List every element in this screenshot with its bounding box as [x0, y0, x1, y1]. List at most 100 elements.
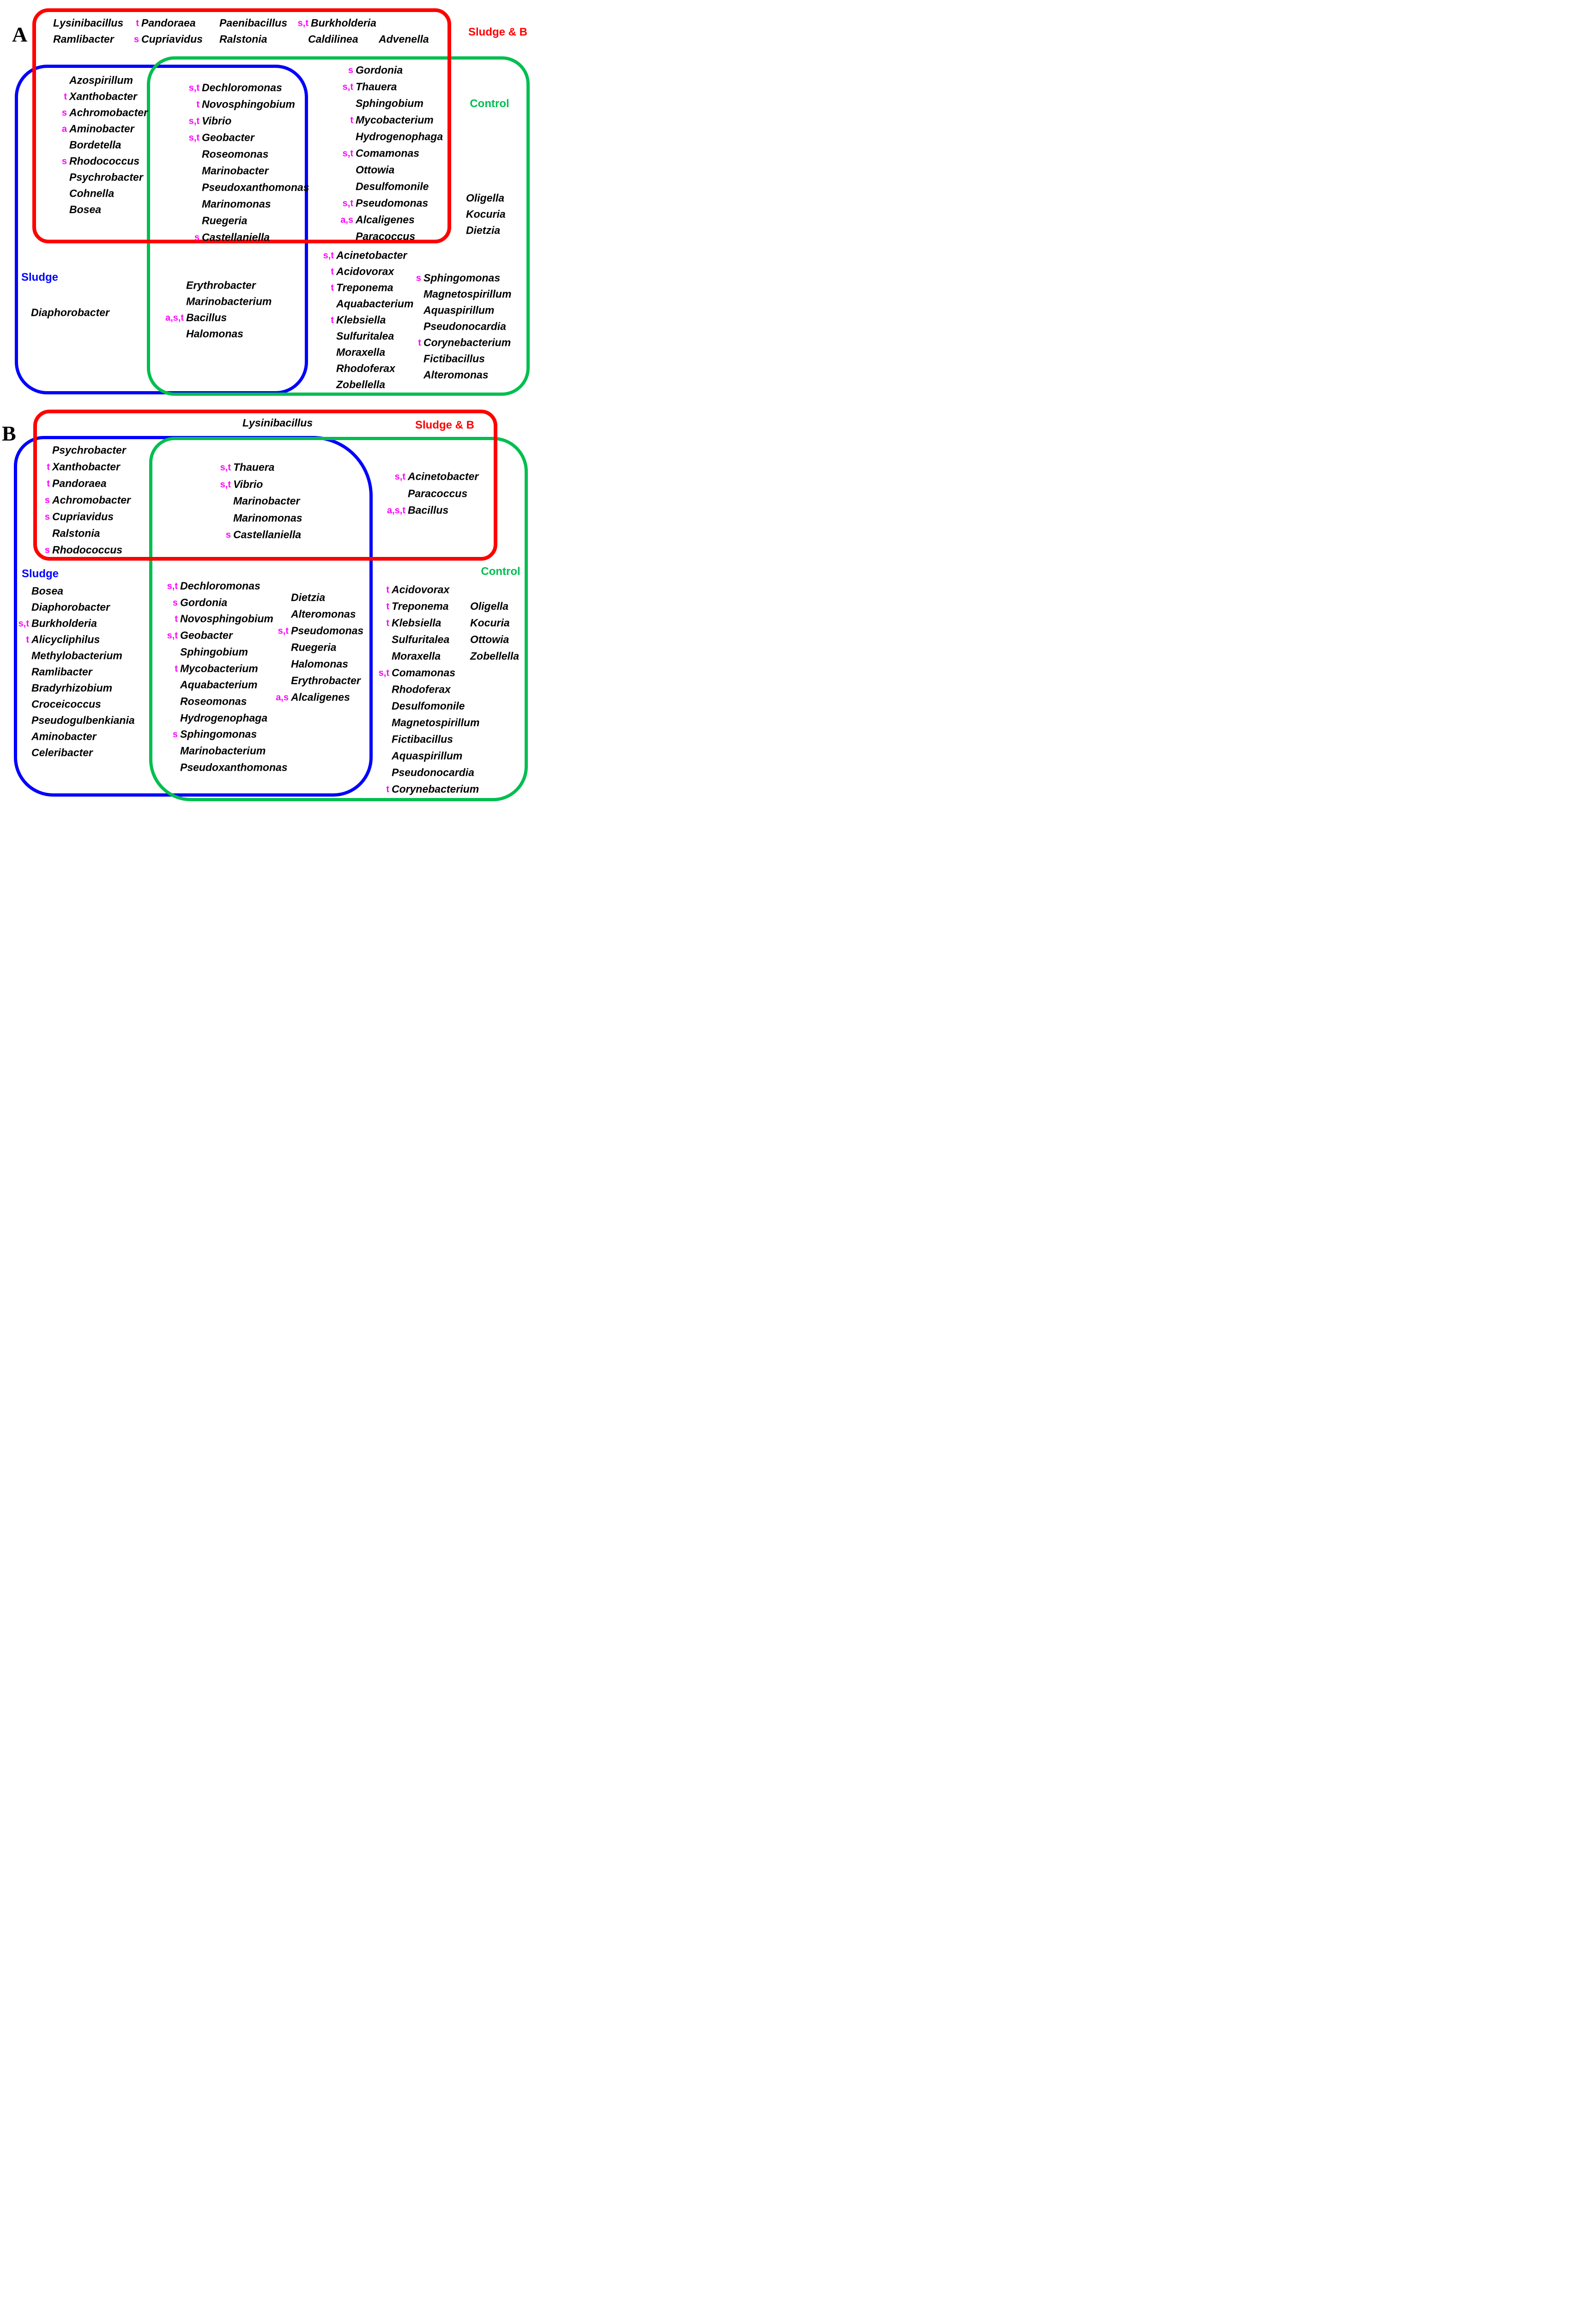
genus-name: Roseomonas — [180, 695, 247, 707]
genus-name: Corynebacterium — [423, 336, 511, 349]
genus-name: Thauera — [233, 461, 275, 473]
genus-item-ramlibacter: Ramlibacter — [53, 34, 114, 45]
genus-item-sulfuritalea: Sulfuritalea — [392, 633, 450, 646]
genus-name: Marinobacter — [233, 495, 300, 507]
habitat-prefix: s — [194, 232, 200, 243]
genus-name: Advenella — [379, 33, 429, 45]
genus-item-pseudonocardia: Pseudonocardia — [392, 767, 474, 778]
genus-item-advenella: Advenella — [379, 34, 429, 45]
genus-item-ottowia: Ottowia — [470, 633, 509, 646]
genus-name: Magnetospirillum — [392, 716, 480, 729]
habitat-prefix: s,t — [342, 198, 353, 209]
genus-name: Comamonas — [392, 666, 456, 679]
genus-name: Magnetospirillum — [423, 288, 512, 300]
genus-name: Vibrio — [233, 478, 263, 490]
genus-item-ramlibacter: Ramlibacter — [31, 665, 92, 678]
habitat-prefix: t — [331, 266, 334, 277]
genus-name: Caldilinea — [308, 33, 358, 45]
habitat-prefix: s — [172, 598, 178, 608]
habitat-prefix: s — [133, 34, 139, 45]
genus-name: Ralstonia — [219, 33, 267, 45]
genus-name: Ramlibacter — [31, 665, 92, 678]
genus-item-sulfuritalea: Sulfuritalea — [336, 331, 394, 342]
genus-name: Sulfuritalea — [392, 633, 450, 646]
genus-name: Treponema — [336, 281, 393, 294]
habitat-prefix: s — [44, 545, 50, 556]
genus-item-sphingobium: Sphingobium — [356, 98, 423, 109]
genus-item-alteromonas: Alteromonas — [291, 609, 356, 620]
genus-name: Pseudoxanthomonas — [202, 181, 309, 193]
habitat-prefix: t — [47, 462, 50, 472]
genus-name: Sphingobium — [180, 646, 248, 658]
genus-item-croceicoccus: Croceicoccus — [31, 699, 101, 710]
genus-name: Ruegeria — [291, 641, 337, 653]
genus-item-marinobacterium: Marinobacterium — [180, 745, 266, 756]
habitat-prefix: s — [225, 530, 231, 540]
genus-name: Pandoraea — [52, 477, 107, 490]
genus-name: Comamonas — [356, 147, 420, 159]
habitat-prefix: s,t — [394, 471, 405, 482]
genus-name: Moraxella — [392, 650, 441, 662]
habitat-prefix: s — [44, 512, 50, 522]
habitat-prefix: t — [386, 618, 389, 629]
genus-name: Alicycliphilus — [31, 633, 100, 646]
genus-item-marinobacter: Marinobacter — [233, 496, 300, 507]
genus-name: Castellaniella — [202, 231, 270, 243]
habitat-prefix: s,t — [220, 462, 231, 473]
habitat-prefix: a,s,t — [387, 505, 405, 516]
genus-name: Marinomonas — [202, 198, 271, 210]
genus-name: Sphingomonas — [180, 728, 257, 740]
genus-name: Rhodococcus — [52, 544, 123, 556]
habitat-prefix: s,t — [342, 82, 353, 92]
habitat-prefix: s,t — [297, 18, 308, 29]
genus-item-erythrobacter: Erythrobacter — [186, 280, 256, 291]
genus-name: Achromobacter — [52, 494, 131, 506]
habitat-prefix: s,t — [342, 148, 353, 159]
genus-name: Halomonas — [186, 327, 243, 340]
habitat-prefix: t — [386, 601, 389, 612]
genus-name: Aquaspirillum — [392, 750, 463, 762]
habitat-prefix: s — [61, 108, 67, 118]
genus-name: Aminobacter — [69, 122, 134, 135]
genus-item-marinobacterium: Marinobacterium — [186, 296, 272, 307]
genus-item-diaphorobacter: Diaphorobacter — [31, 307, 109, 318]
genus-name: Ramlibacter — [53, 33, 114, 45]
genus-name: Castellaniella — [233, 528, 302, 541]
genus-item-pseudogulbenkiania: Pseudogulbenkiania — [31, 715, 135, 726]
genus-name: Methylobacterium — [31, 649, 122, 662]
genus-item-alteromonas: Alteromonas — [423, 369, 489, 381]
panel-b-sludge-and-b-label: Sludge & B — [415, 419, 475, 431]
habitat-prefix: s,t — [323, 250, 334, 261]
genus-name: Treponema — [392, 600, 449, 612]
venn-diagram-figure: A B Sludge & B Control Sludge Sludge & B… — [0, 0, 532, 804]
habitat-prefix: t — [350, 115, 353, 126]
genus-name: Pandoraea — [141, 17, 196, 29]
panel-b-sludge-and-b-rect — [33, 410, 497, 561]
genus-item-desulfomonile: Desulfomonile — [392, 701, 465, 712]
genus-name: Ottowia — [470, 633, 509, 646]
habitat-prefix: t — [26, 635, 29, 645]
genus-name: Fictibacillus — [392, 733, 453, 745]
genus-item-ralstonia: Ralstonia — [52, 528, 100, 539]
genus-name: Oligella — [470, 600, 509, 612]
genus-item-aminobacter: Aminobacter — [31, 731, 97, 742]
